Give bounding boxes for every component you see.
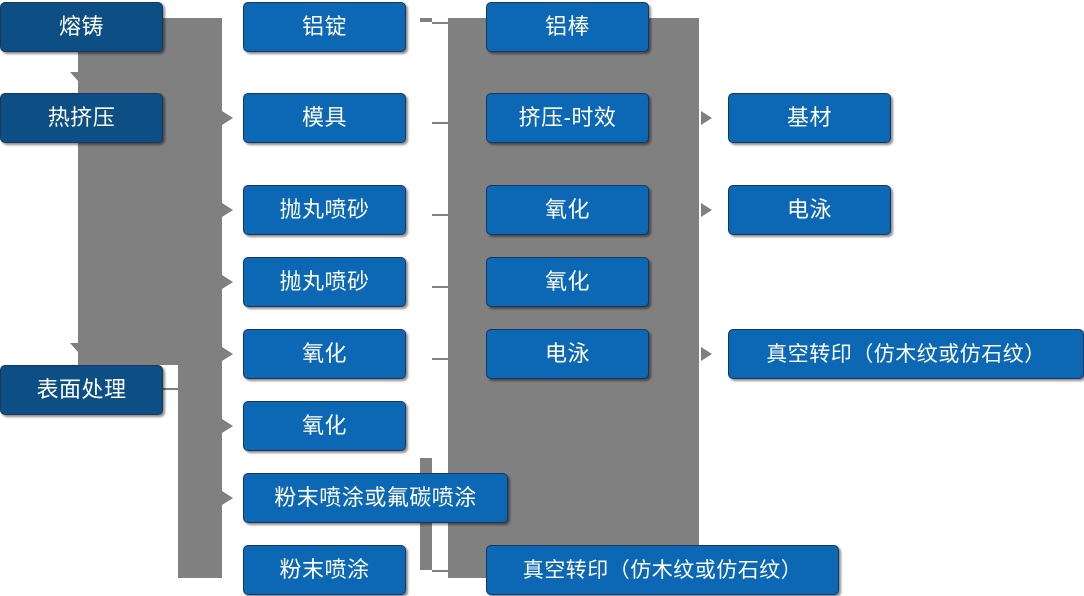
arrow-to-shot-blast-1 — [222, 203, 233, 217]
arrow-to-powder-coating — [208, 563, 219, 577]
prod-vacuum-transfer-label: 真空转印（仿木纹或仿石纹） — [766, 342, 1046, 366]
stage-surface-treatment[interactable]: 表面处理 — [0, 365, 163, 415]
op-aluminum-ingot[interactable]: 铝锭 — [243, 2, 406, 52]
arrow-to-mold — [222, 111, 233, 125]
op-mold-label: 模具 — [301, 105, 347, 130]
stage-hot-extrusion-label: 热挤压 — [47, 105, 116, 130]
arrow-to-vacuum-transfer — [701, 347, 712, 361]
op-powder-coating-label: 粉末喷涂 — [279, 557, 370, 582]
spine-hairline — [432, 570, 448, 572]
proc-extrusion-aging[interactable]: 挤压-时效 — [486, 93, 649, 143]
arrow-band-to-surface — [70, 343, 86, 352]
proc-vacuum-transfer-label: 真空转印（仿木纹或仿石纹） — [522, 558, 803, 582]
prod-base-material[interactable]: 基材 — [728, 93, 891, 143]
arrow-to-powder-or-pvdf — [222, 491, 233, 505]
spine-hairline — [432, 358, 448, 360]
proc-aluminum-bar[interactable]: 铝棒 — [486, 2, 649, 52]
stage-hot-extrusion[interactable]: 热挤压 — [0, 93, 163, 143]
arrow-to-oxidation-2 — [222, 419, 233, 433]
arrow-to-aluminum-ingot — [208, 20, 219, 34]
op-oxidation-1-label: 氧化 — [301, 341, 347, 366]
proc-oxidation-1[interactable]: 氧化 — [486, 185, 649, 235]
spine-hairline — [432, 22, 448, 24]
arrow-to-electrophoresis — [701, 203, 712, 217]
spine-tick — [420, 570, 432, 596]
proc-oxidation-2[interactable]: 氧化 — [486, 257, 649, 307]
op-oxidation-1[interactable]: 氧化 — [243, 329, 406, 379]
op-shot-blast-1-label: 抛丸喷砂 — [279, 197, 370, 222]
op-powder-or-pvdf-label: 粉末喷涂或氟碳喷涂 — [274, 485, 477, 510]
proc-oxidation-1-label: 氧化 — [544, 197, 590, 222]
proc-aluminum-bar-label: 铝棒 — [544, 14, 590, 39]
proc-electrophoresis-label: 电泳 — [544, 341, 590, 366]
prod-electrophoresis[interactable]: 电泳 — [728, 185, 891, 235]
arrow-to-oxidation-1 — [222, 347, 233, 361]
op-oxidation-2[interactable]: 氧化 — [243, 401, 406, 451]
op-shot-blast-2[interactable]: 抛丸喷砂 — [243, 257, 406, 307]
proc-vacuum-transfer[interactable]: 真空转印（仿木纹或仿石纹） — [486, 545, 839, 595]
spine-tick — [420, 122, 432, 222]
op-shot-blast-1[interactable]: 抛丸喷砂 — [243, 185, 406, 235]
op-powder-coating[interactable]: 粉末喷涂 — [243, 545, 406, 595]
spine-tick — [420, 358, 432, 458]
proc-extrusion-aging-label: 挤压-时效 — [518, 105, 617, 130]
op-mold[interactable]: 模具 — [243, 93, 406, 143]
op-aluminum-ingot-label: 铝锭 — [301, 14, 347, 39]
spine-hairline — [432, 122, 448, 124]
proc-oxidation-2-label: 氧化 — [544, 269, 590, 294]
arrow-to-shot-blast-2 — [222, 275, 233, 289]
op-oxidation-2-label: 氧化 — [301, 413, 347, 438]
op-shot-blast-2-label: 抛丸喷砂 — [279, 269, 370, 294]
spine-hairline — [432, 286, 448, 288]
stage-melt-cast[interactable]: 熔铸 — [0, 2, 163, 52]
stage-surface-treatment-label: 表面处理 — [36, 377, 127, 402]
op-powder-or-pvdf[interactable]: 粉末喷涂或氟碳喷涂 — [243, 473, 508, 523]
spine-hairline — [432, 214, 448, 216]
arrow-melt-to-extrusion — [70, 72, 86, 81]
line-surface-to-band — [163, 388, 187, 390]
band-left-lower — [178, 18, 222, 578]
prod-vacuum-transfer[interactable]: 真空转印（仿木纹或仿石纹） — [728, 329, 1084, 379]
prod-base-material-label: 基材 — [786, 105, 832, 130]
prod-electrophoresis-label: 电泳 — [786, 197, 832, 222]
proc-electrophoresis[interactable]: 电泳 — [486, 329, 649, 379]
arrow-to-base-material — [701, 111, 712, 125]
spine-tick — [420, 22, 432, 122]
stage-melt-cast-label: 熔铸 — [58, 14, 104, 39]
